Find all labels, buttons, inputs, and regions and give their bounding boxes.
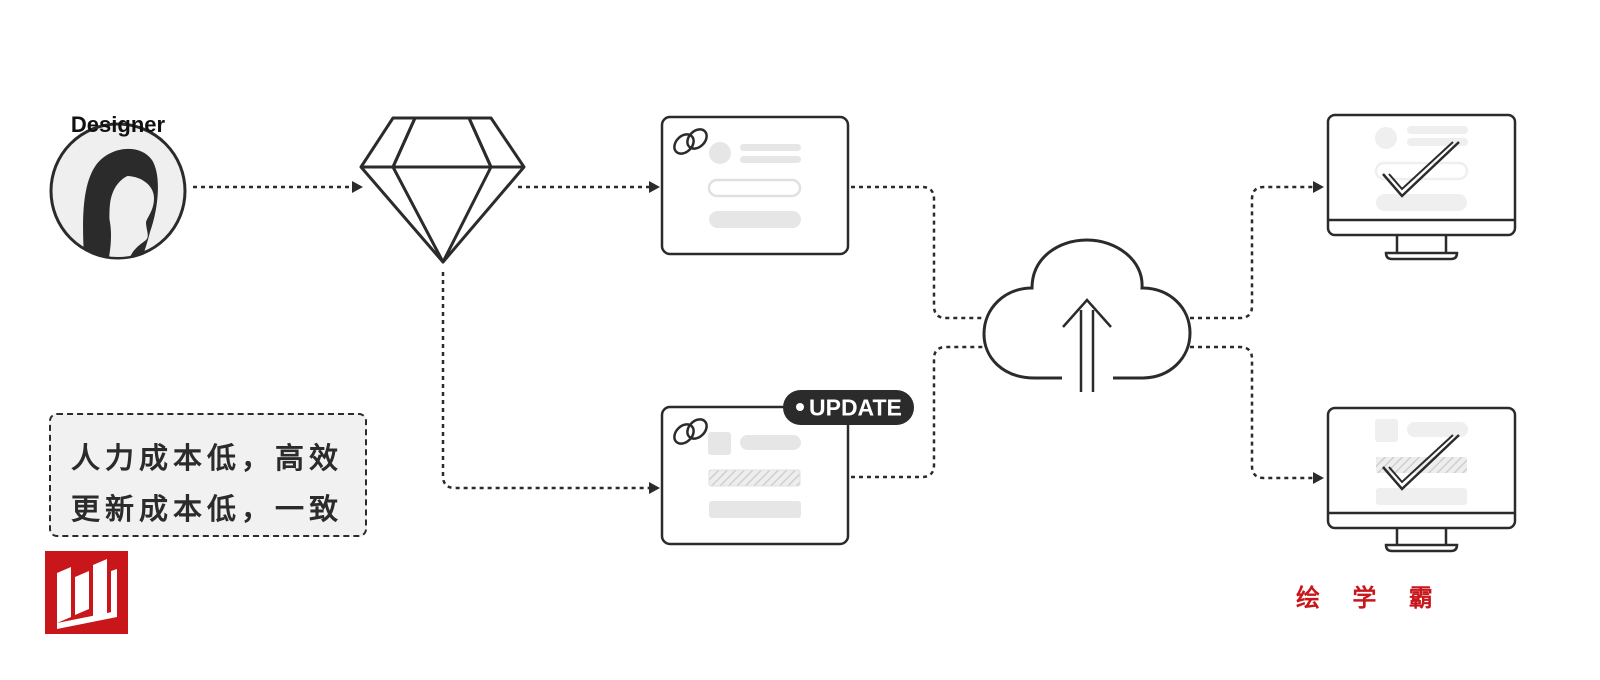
screen-button-placeholder xyxy=(1376,488,1467,505)
card-avatar-placeholder xyxy=(709,142,731,164)
arrowhead xyxy=(352,181,363,193)
monitor-top xyxy=(1326,113,1517,261)
screen-avatar-placeholder xyxy=(1375,127,1397,149)
arrowhead xyxy=(649,181,660,193)
checkmark-icon xyxy=(1382,434,1460,491)
card-text-placeholder xyxy=(740,156,801,163)
designer-avatar: Designer xyxy=(49,112,187,260)
card-button-placeholder xyxy=(709,211,801,228)
screen-text-placeholder xyxy=(1407,422,1468,437)
upload-arrow-shaft xyxy=(1079,310,1095,392)
brand-logo-icon xyxy=(57,559,117,629)
face-shape xyxy=(108,176,154,257)
caption-line-1: 人力成本低，高效 xyxy=(71,441,344,475)
monitor-bottom xyxy=(1326,406,1517,553)
screen-text-placeholder xyxy=(1407,126,1468,134)
diamond-crown-facets xyxy=(391,117,493,168)
card-input-placeholder xyxy=(708,469,801,487)
checkmark-icon xyxy=(1382,141,1460,198)
arrowhead xyxy=(649,482,660,494)
caption-box: 人力成本低，高效 更新成本低，一致 xyxy=(49,413,367,537)
sketch-diamond-icon xyxy=(359,116,526,264)
badge-bullet xyxy=(796,403,804,411)
badge-pill xyxy=(783,390,914,425)
monitor-stand xyxy=(1384,235,1459,261)
arrowheads xyxy=(352,181,1324,494)
cloud-upload-icon xyxy=(982,238,1192,392)
connector-card-bottom-to-cloud xyxy=(851,345,984,479)
upload-arrow-head xyxy=(1062,298,1112,328)
connector-sketch-to-card-bottom xyxy=(441,272,651,490)
link-icon xyxy=(673,128,708,155)
checkmark-icon-inner xyxy=(1388,434,1454,484)
connector-card-top-to-cloud xyxy=(851,185,984,320)
card-input-placeholder xyxy=(707,178,802,198)
cloud-outline xyxy=(982,238,1192,380)
card-text-placeholder xyxy=(740,435,801,450)
designer-label: Designer xyxy=(71,112,166,137)
ui-card-top xyxy=(660,115,850,256)
checkmark-icon-inner xyxy=(1388,141,1454,191)
brand-logo xyxy=(45,551,128,634)
card-text-placeholder xyxy=(740,144,801,151)
update-badge: UPDATE xyxy=(783,390,914,425)
diamond-facets xyxy=(391,116,493,264)
update-badge-label: UPDATE xyxy=(809,395,902,421)
card-avatar-placeholder xyxy=(708,432,731,455)
screen-button-placeholder xyxy=(1376,194,1467,211)
hair-front-strand xyxy=(89,173,132,257)
ui-card-bottom xyxy=(660,405,850,546)
caption-line-2: 更新成本低，一致 xyxy=(71,492,344,526)
connector-lines xyxy=(193,185,1316,490)
monitor-stand xyxy=(1384,528,1459,553)
brand-text: 绘 学 霸 xyxy=(1296,584,1445,612)
screen-text-placeholder xyxy=(1407,138,1468,146)
connector-cloud-to-monitor-bottom xyxy=(1190,345,1316,480)
connector-cloud-to-monitor-top xyxy=(1190,185,1316,320)
screen-avatar-placeholder xyxy=(1375,419,1398,442)
arrowhead xyxy=(1313,472,1324,484)
card-button-placeholder xyxy=(709,501,801,518)
diamond-outline xyxy=(359,116,526,264)
link-icon xyxy=(673,418,708,445)
arrowhead xyxy=(1313,181,1324,193)
